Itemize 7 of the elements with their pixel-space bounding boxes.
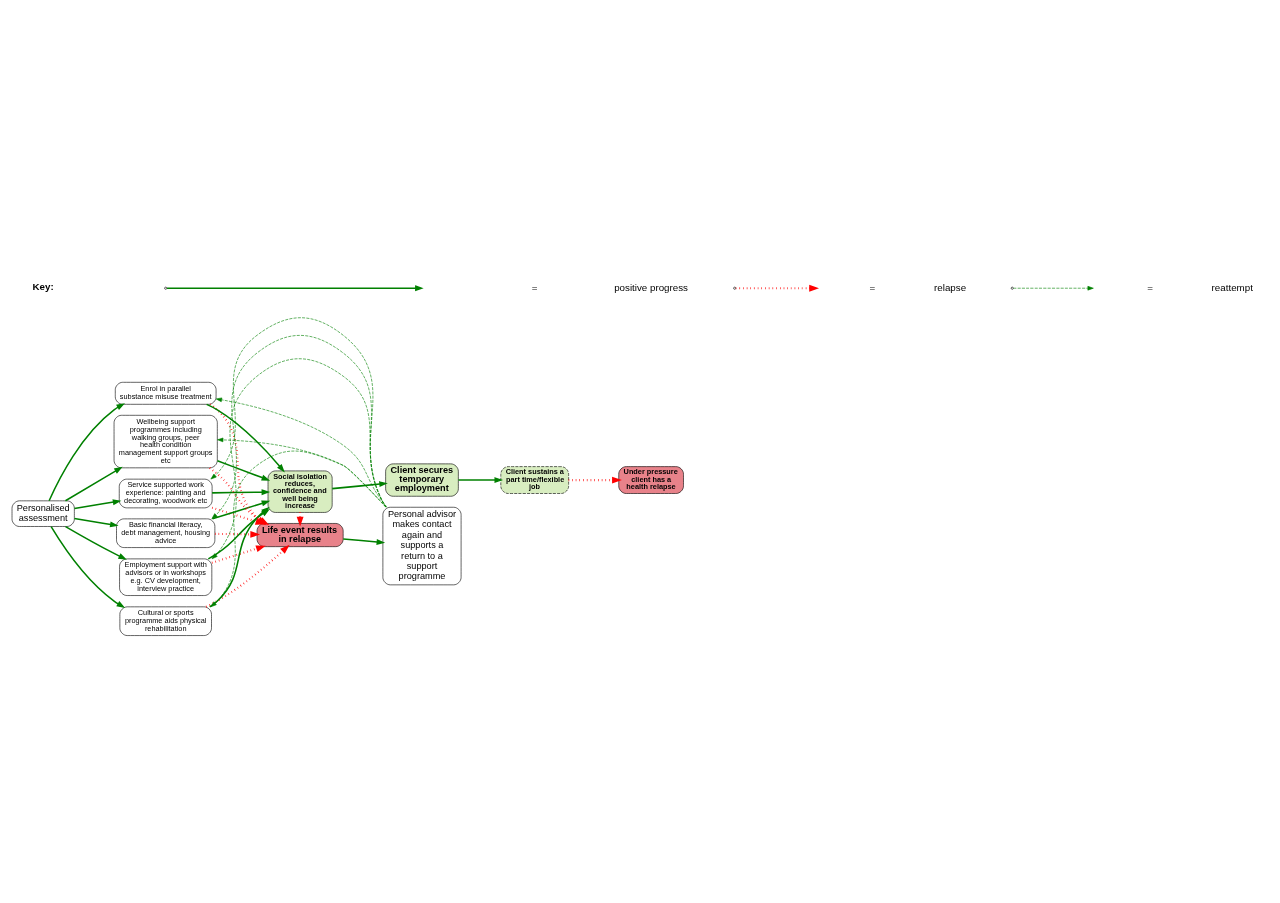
legend-label: positive progress [614,281,689,293]
label: = [1147,281,1153,293]
legend-label: reattempt [1211,281,1253,293]
label: = [531,281,538,293]
label: Key: [32,280,54,292]
label: = [869,281,876,293]
legend-label: relapse [934,281,967,293]
